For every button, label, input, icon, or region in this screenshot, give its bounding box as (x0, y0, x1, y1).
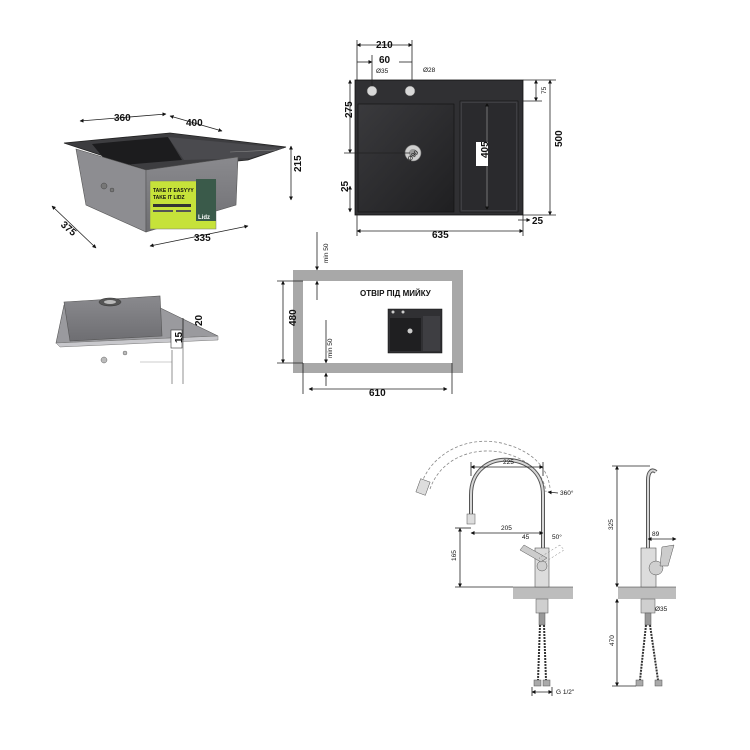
dim-50deg: 50° (552, 533, 562, 541)
cutout-diagram: ОТВІР ПІД МИЙКУ min 50 min 50 480 610 (277, 232, 463, 399)
dim-205: 205 (501, 525, 512, 532)
iso-sink-view: TAKE IT EASYYY TAKE IT LIDZ Lidz 360 400… (51, 112, 304, 249)
dim-470: 470 (609, 635, 616, 646)
dim-20: 20 (194, 314, 205, 326)
label-line1: TAKE IT EASYYY (153, 188, 194, 194)
dim-15: 15 (174, 331, 185, 343)
dim-360: 360 (114, 113, 131, 124)
dim-60: 60 (379, 55, 391, 66)
dim-335: 335 (194, 233, 211, 244)
dim-side-35: Ø35 (655, 606, 668, 613)
dim-325: 325 (608, 519, 615, 530)
dim-hole-28: Ø28 (423, 67, 436, 74)
dim-165: 165 (451, 550, 458, 561)
dim-375: 375 (58, 220, 78, 239)
dim-215: 215 (293, 155, 304, 172)
faucet-front-view: 225 360° 205 45 50° 165 G 1/2" (415, 440, 575, 696)
dim-225: 225 (503, 459, 514, 466)
dim-210: 210 (376, 40, 393, 51)
side-sink-view: 20 15 (55, 295, 219, 384)
dim-hole-35: Ø35 (376, 68, 389, 75)
dim-480: 480 (288, 309, 299, 326)
dim-360deg: 360° (560, 489, 574, 497)
faucet-side-view: 325 89 Ø35 470 (608, 465, 677, 687)
dim-635: 635 (432, 230, 449, 241)
dim-bottom-25: 25 (532, 216, 544, 227)
dim-min50-left: min 50 (327, 338, 334, 358)
dim-400: 400 (186, 118, 203, 129)
dim-min50-top: min 50 (323, 243, 330, 263)
dim-75: 75 (541, 86, 548, 94)
dim-500: 500 (554, 130, 565, 147)
top-sink-view: Ø90 210 60 Ø35 Ø28 275 25 75 500 405 635 (340, 40, 565, 241)
label-brand: Lidz (198, 215, 210, 221)
dim-45: 45 (522, 534, 530, 541)
dim-610: 610 (369, 388, 386, 399)
dim-left-25: 25 (340, 180, 351, 192)
dim-89: 89 (652, 531, 660, 538)
dim-g12: G 1/2" (556, 689, 575, 696)
dim-405: 405 (480, 141, 491, 158)
cutout-title: ОТВІР ПІД МИЙКУ (360, 289, 432, 298)
label-line2: TAKE IT LIDZ (153, 195, 185, 201)
product-label: TAKE IT EASYYY TAKE IT LIDZ Lidz (149, 179, 217, 230)
dim-275: 275 (344, 101, 355, 118)
